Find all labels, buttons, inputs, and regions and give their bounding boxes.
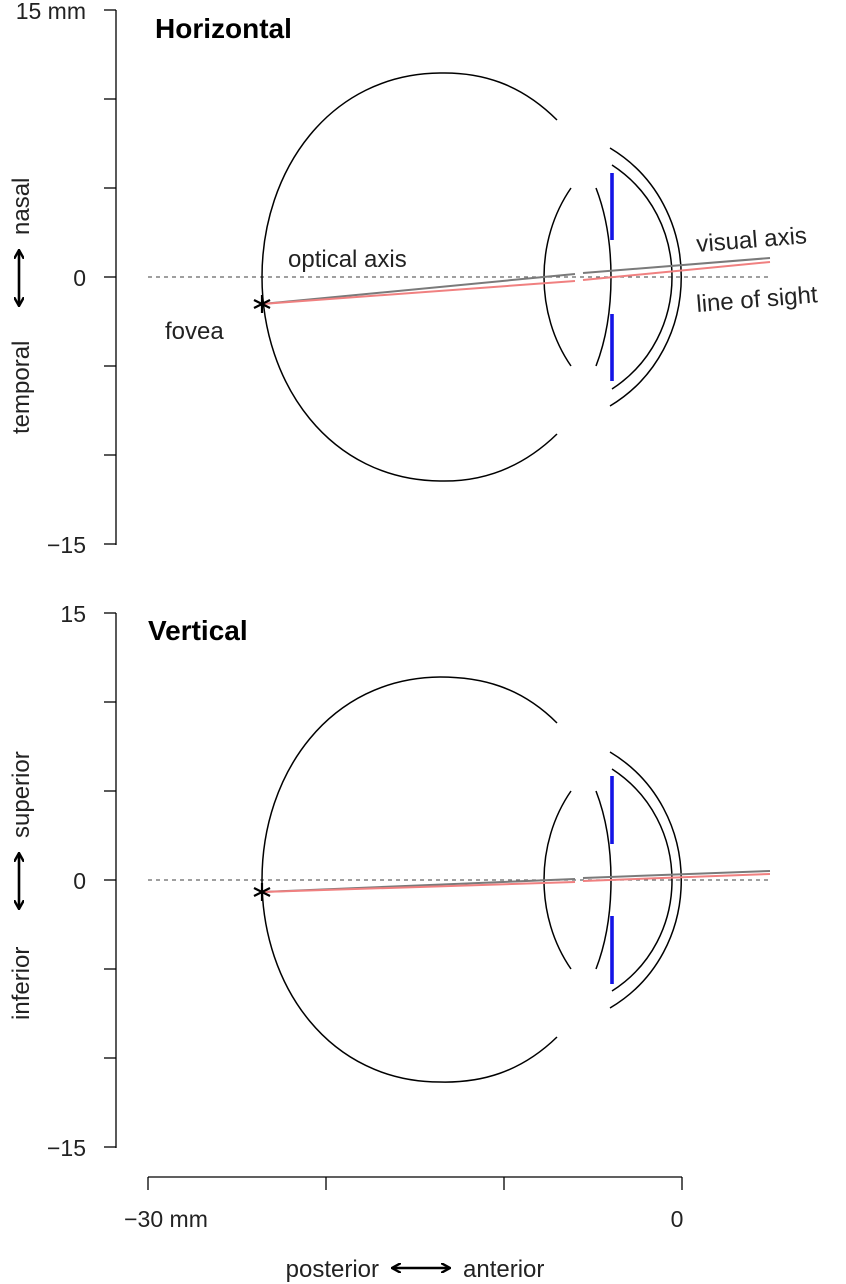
side-label-temporal: temporal — [8, 341, 35, 434]
visual-axis-line — [582, 257, 771, 274]
horizontal-panel: 15 mm 0 −15 temporal nasal Horizontal — [8, 0, 819, 558]
cornea-inner — [611, 768, 673, 992]
cornea-outer — [609, 147, 682, 407]
x-axis: −30 mm 0 posterior anterior — [124, 1176, 684, 1283]
visual-axis-line — [582, 870, 771, 879]
optical-axis-label: optical axis — [288, 246, 407, 273]
eyeball-outline — [261, 676, 558, 1083]
line-of-sight — [582, 261, 771, 281]
panel-title: Vertical — [148, 615, 248, 646]
side-label-nasal: nasal — [8, 178, 35, 235]
x-label-posterior: posterior — [286, 1256, 379, 1283]
vertical-panel: 15 0 −15 inferior superior Vertical — [8, 601, 771, 1161]
y-zero-label: 0 — [73, 265, 86, 291]
line-of-sight — [261, 280, 576, 305]
side-label-superior: superior — [8, 751, 35, 838]
y-bottom-label: −15 — [47, 1135, 86, 1161]
fovea-marker-icon — [253, 883, 271, 901]
cornea-inner — [611, 164, 673, 390]
panel-title: Horizontal — [155, 13, 292, 44]
fovea-marker-icon — [253, 295, 271, 313]
line-of-sight — [261, 881, 576, 893]
eyeball-outline — [261, 72, 558, 482]
x-left-label: −30 mm — [124, 1206, 208, 1232]
side-label-inferior: inferior — [8, 947, 35, 1020]
line-of-sight-label: line of sight — [695, 281, 819, 318]
y-top-label: 15 mm — [16, 0, 86, 24]
y-top-label: 15 — [60, 601, 86, 627]
x-label-anterior: anterior — [463, 1256, 544, 1283]
y-zero-label: 0 — [73, 868, 86, 894]
fovea-label: fovea — [165, 318, 224, 345]
line-of-sight — [582, 873, 771, 882]
visual-axis-label: visual axis — [695, 222, 808, 258]
visual-axis-line — [261, 273, 576, 305]
cornea-outer — [609, 751, 682, 1009]
y-bottom-label: −15 — [47, 532, 86, 558]
x-right-label: 0 — [671, 1206, 684, 1232]
